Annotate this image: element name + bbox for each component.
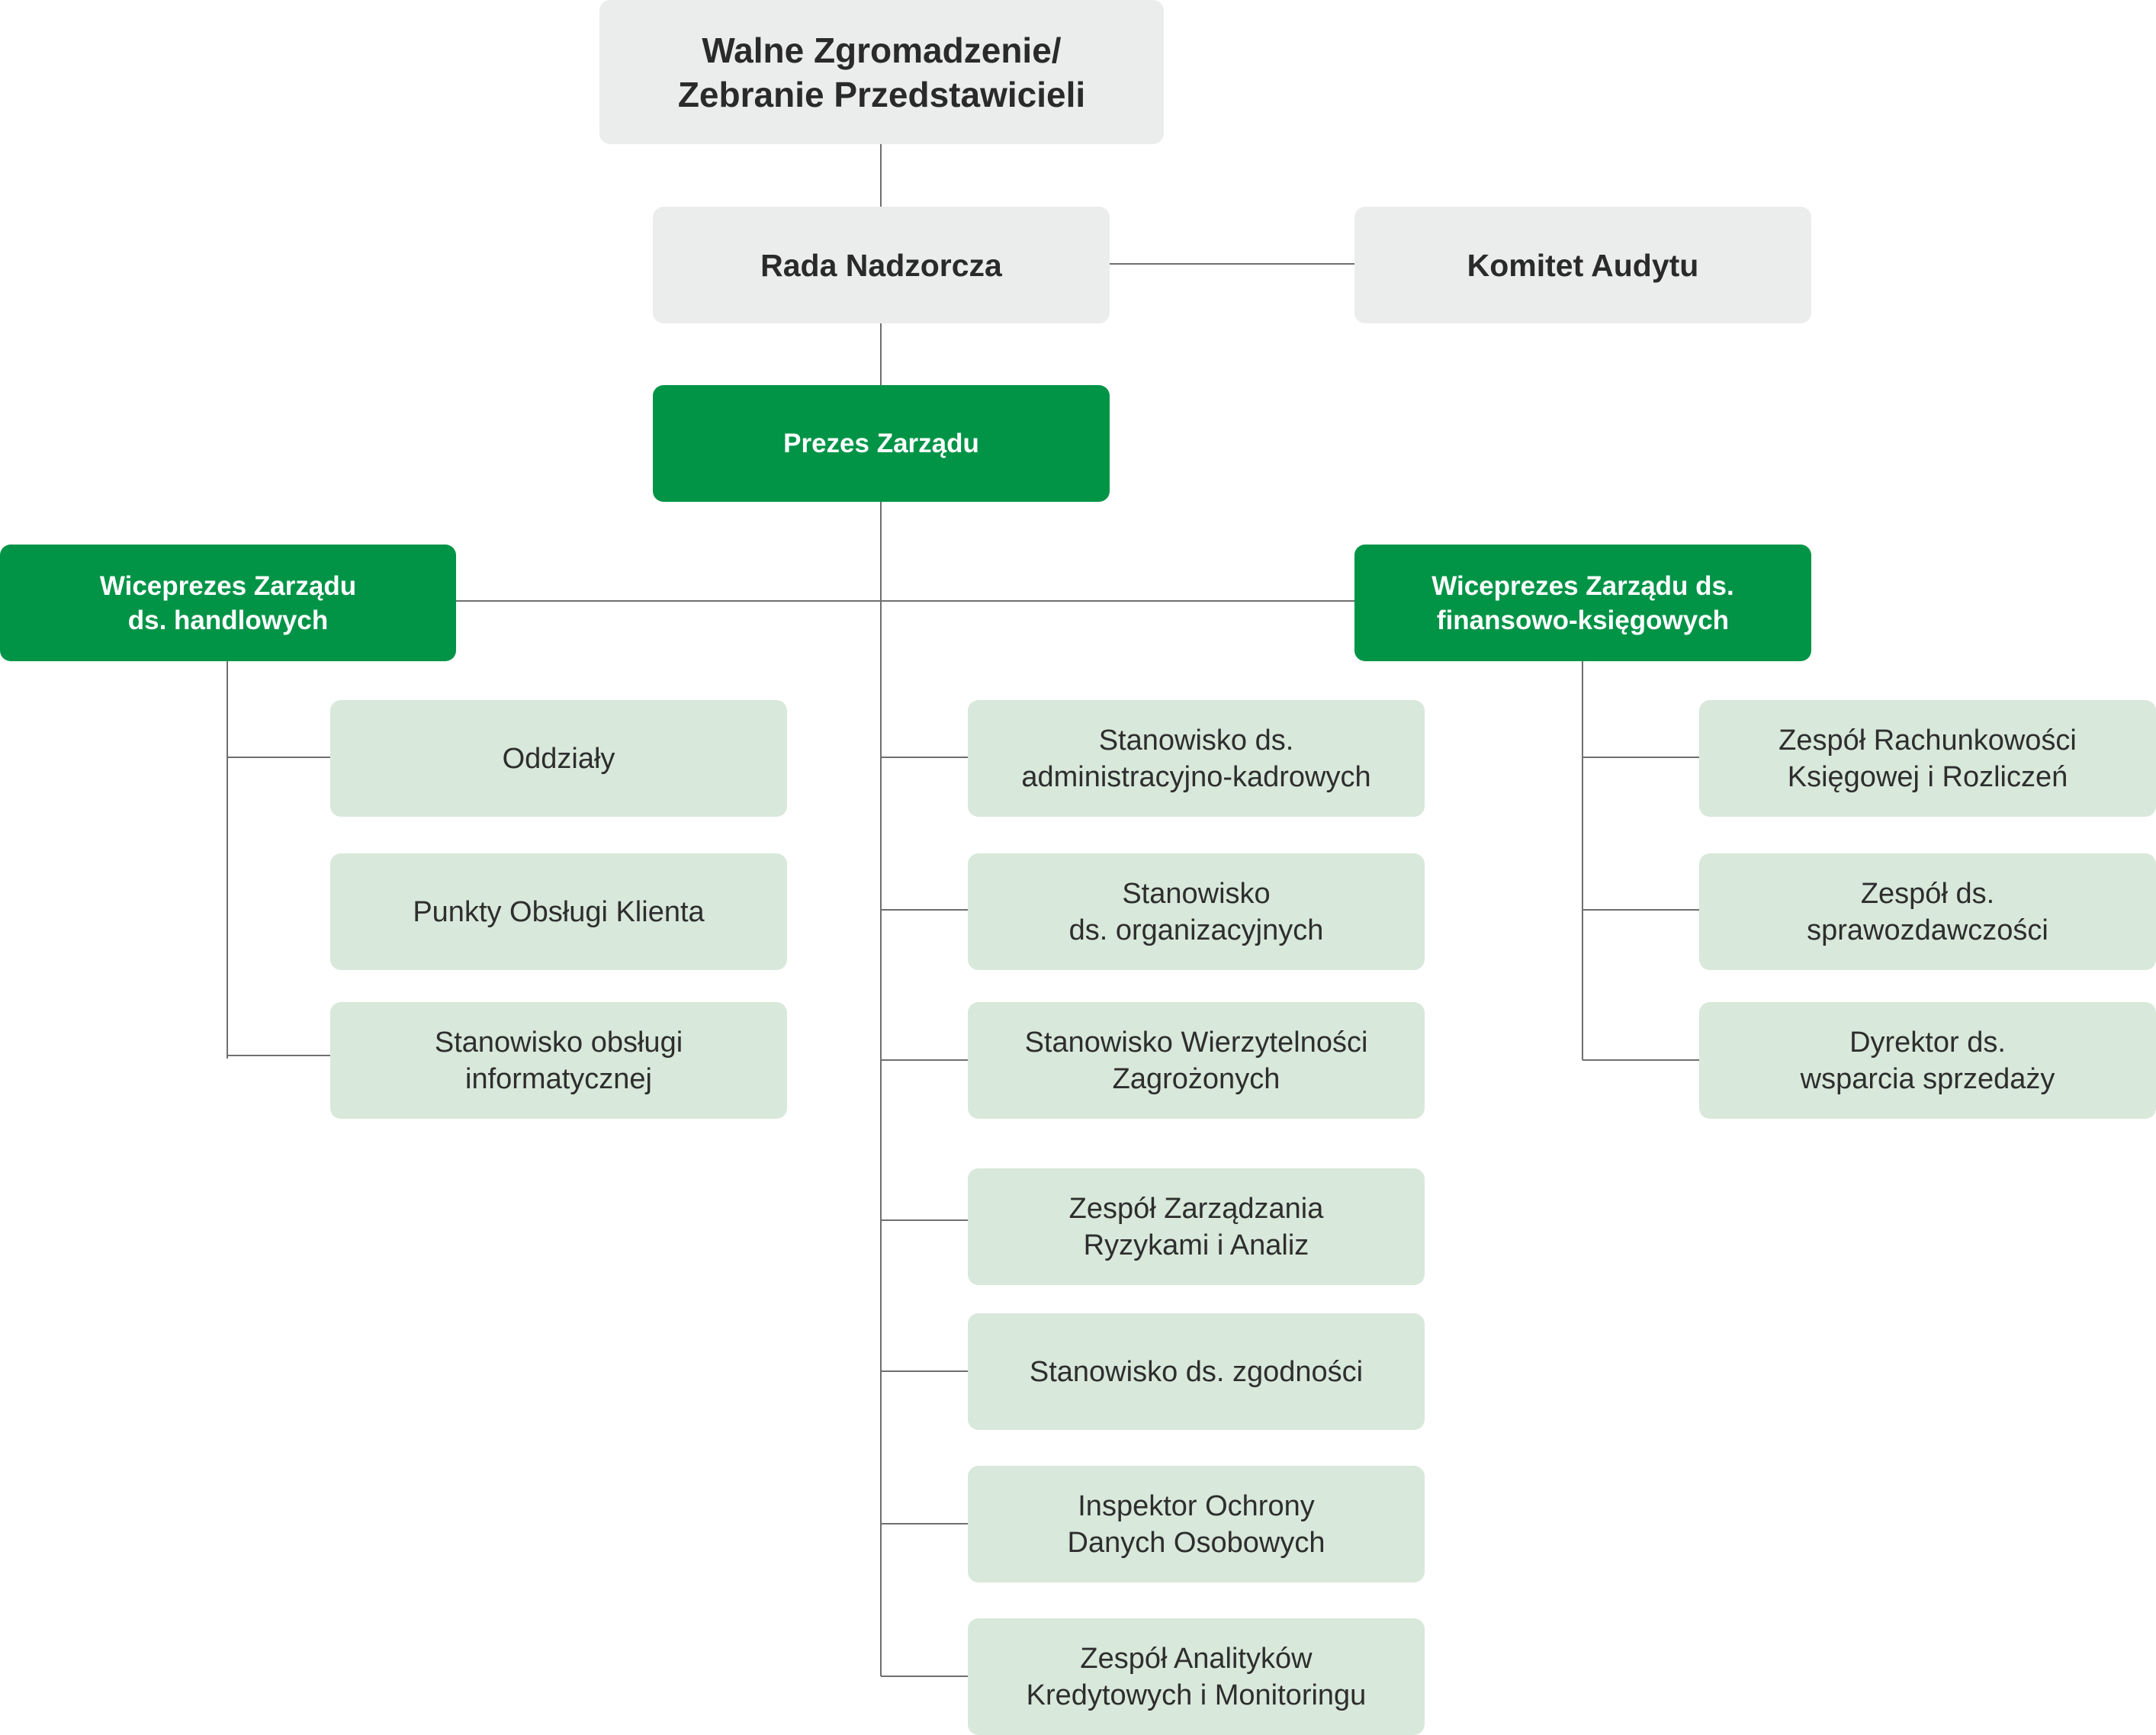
unit-box-organizational: Stanowisko ds. organizacyjnych <box>968 853 1425 970</box>
unit-box-accounting: Zespół Rachunkowości Księgowej i Rozlicz… <box>1699 700 2156 817</box>
unit-box-branches: Oddziały <box>330 700 787 817</box>
supervisory-board-box: Rada Nadzorcza <box>653 207 1110 323</box>
unit-box-admin-hr: Stanowisko ds. administracyjno-kadrowych <box>968 700 1425 817</box>
unit-box-it-support: Stanowisko obsługi informatycznej <box>330 1002 787 1119</box>
unit-box-compliance: Stanowisko ds. zgodności <box>968 1313 1425 1430</box>
unit-box-bad-debts: Stanowisko Wierzytelności Zagrożonych <box>968 1002 1425 1119</box>
unit-box-data-protection: Inspektor Ochrony Danych Osobowych <box>968 1466 1425 1582</box>
audit-committee-box: Komitet Audytu <box>1354 207 1811 323</box>
unit-box-sales-support-director: Dyrektor ds. wsparcia sprzedaży <box>1699 1002 2156 1119</box>
unit-box-risk-management: Zespół Zarządzania Ryzykami i Analiz <box>968 1168 1425 1285</box>
general-meeting-box: Walne Zgromadzenie/ Zebranie Przedstawic… <box>599 0 1164 144</box>
unit-box-credit-analysts: Zespół Analityków Kredytowych i Monitori… <box>968 1618 1425 1735</box>
vp-finance-box: Wiceprezes Zarządu ds. finansowo-księgow… <box>1354 545 1811 661</box>
unit-box-reporting: Zespół ds. sprawozdawczości <box>1699 853 2156 970</box>
vp-commercial-box: Wiceprezes Zarządu ds. handlowych <box>0 545 456 661</box>
president-box: Prezes Zarządu <box>653 385 1110 502</box>
unit-box-customer-service-points: Punkty Obsługi Klienta <box>330 853 787 970</box>
